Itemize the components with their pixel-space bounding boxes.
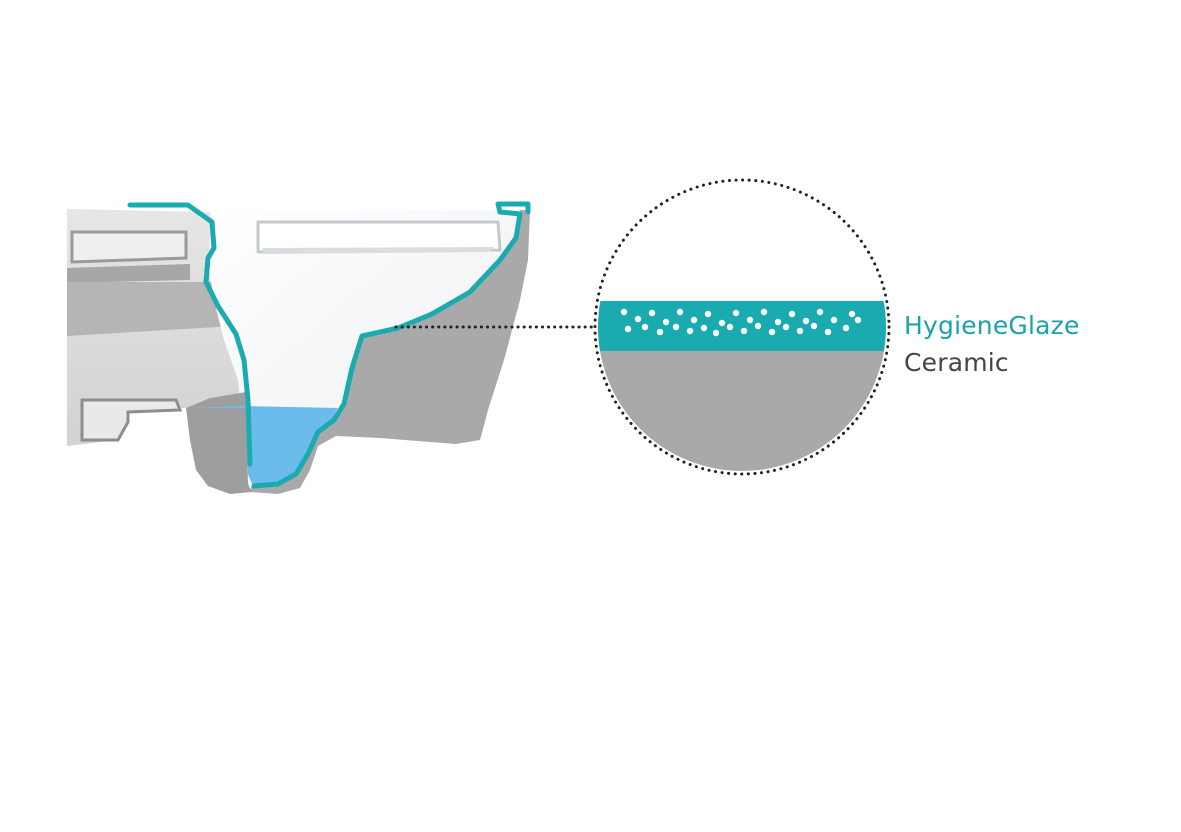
glaze-particle	[788, 310, 796, 318]
glaze-particle	[624, 325, 632, 333]
glaze-particle	[816, 308, 824, 316]
toilet-rear-step	[80, 398, 183, 442]
glaze-particle	[810, 322, 818, 330]
hygieneglaze-label: HygieneGlaze	[904, 311, 1080, 340]
glaze-outline-front	[251, 201, 531, 489]
toilet-rear-band-mid	[67, 282, 234, 336]
glaze-particle	[712, 329, 720, 337]
glaze-particle	[641, 323, 649, 331]
magnified-ceramic-layer	[598, 351, 886, 471]
magnified-glaze-layer	[598, 301, 886, 351]
glaze-particles	[620, 308, 862, 337]
glaze-particle	[704, 310, 712, 318]
magnified-white-area	[598, 183, 886, 305]
glaze-particle	[746, 316, 754, 324]
glaze-particle	[690, 316, 698, 324]
glaze-particle	[676, 308, 684, 316]
toilet-rim-shadow	[262, 247, 494, 254]
toilet-cross-section	[67, 201, 531, 494]
ceramic-label: Ceramic	[904, 348, 1009, 377]
toilet-trap-wall	[186, 392, 252, 494]
glaze-particle	[768, 328, 776, 336]
glaze-particle	[656, 328, 664, 336]
toilet-rear-band-top	[67, 264, 190, 283]
glaze-particle	[718, 319, 726, 327]
toilet-rear-slot	[70, 230, 188, 264]
magnified-detail	[593, 178, 891, 476]
glaze-outline	[127, 202, 253, 467]
glaze-particle	[686, 327, 694, 335]
glaze-particle	[662, 318, 670, 326]
magnifier-circle	[593, 178, 891, 476]
glaze-particle	[830, 316, 838, 324]
glaze-particle	[802, 317, 810, 325]
glaze-particle	[774, 318, 782, 326]
glaze-particle	[700, 324, 708, 332]
glaze-particle	[672, 323, 680, 331]
glaze-particle	[754, 322, 762, 330]
glaze-particle	[782, 323, 790, 331]
toilet-front-ceramic	[250, 210, 530, 494]
glaze-particle	[760, 308, 768, 316]
glaze-particle	[796, 327, 804, 335]
glaze-particle	[648, 309, 656, 317]
glaze-particle	[854, 316, 862, 324]
glaze-particle	[732, 309, 740, 317]
glaze-particle	[726, 323, 734, 331]
glaze-particle	[740, 327, 748, 335]
glaze-particle	[620, 308, 628, 316]
toilet-rim-shelf	[256, 220, 502, 254]
glaze-particle	[824, 328, 832, 336]
glaze-particle	[842, 324, 850, 332]
glaze-particle	[848, 310, 856, 318]
glaze-particle	[634, 315, 642, 323]
